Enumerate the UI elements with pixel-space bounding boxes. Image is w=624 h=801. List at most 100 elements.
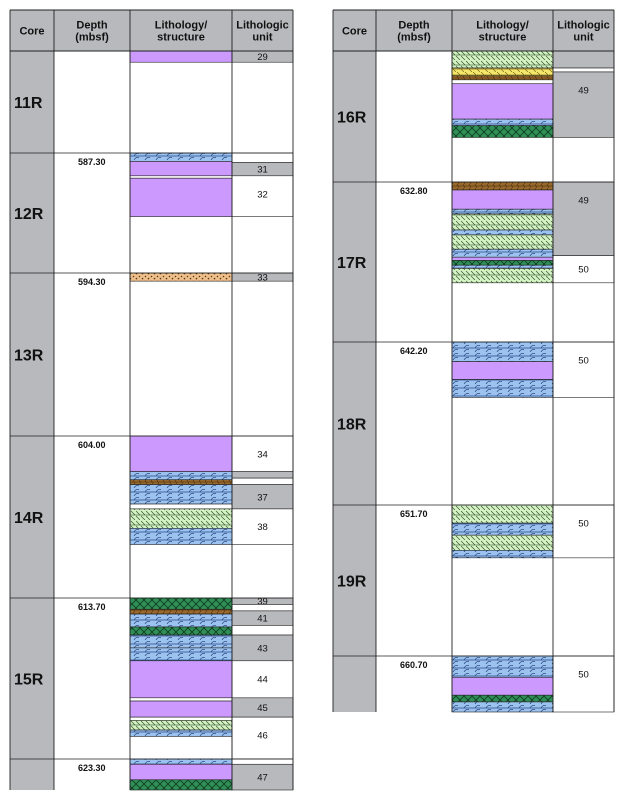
lithology-interval-blue (451, 522, 554, 536)
depth-label: 632.80 (400, 186, 428, 196)
lithology-interval-white (129, 697, 233, 702)
unit-label: 39 (257, 597, 268, 608)
lithology-interval-blue (129, 758, 233, 765)
depth-label: 660.70 (400, 660, 428, 670)
core-row: 12R 587.30 31 32 (10, 152, 294, 273)
lithology-interval-white (129, 503, 233, 510)
lithology-interval-blue (451, 655, 554, 678)
unit-label: 45 (257, 703, 268, 714)
header-core: Core (19, 26, 44, 38)
core-label: 17R (337, 255, 367, 272)
lithology-interval-blue (451, 379, 554, 398)
core-cell (10, 153, 54, 273)
lithology-interval-blue (451, 341, 554, 362)
unit-cell (231, 625, 294, 636)
lithology-interval-green_dark (129, 779, 233, 791)
lithology-interval-blue (129, 729, 233, 737)
unit-label: 49 (578, 196, 589, 207)
lithology-interval-purple (129, 50, 233, 63)
header-core: Core (342, 26, 367, 38)
unit-cell (231, 604, 294, 612)
unit-label: 37 (257, 492, 268, 503)
header-unit: unit (252, 32, 272, 44)
lithology-interval-green_dark (129, 597, 233, 610)
core-cell (333, 656, 376, 712)
lithology-interval-green_dark (129, 626, 233, 636)
header-unit: unit (573, 32, 593, 44)
lithology-interval-purple (129, 177, 233, 217)
header-lithologic: Lithologic (557, 20, 610, 32)
unit-cell (552, 655, 615, 713)
lithology-interval-blue (451, 229, 554, 236)
lithology-interval-purple (451, 361, 554, 380)
unit-cell (552, 341, 615, 398)
lithology-interval-blue (451, 118, 554, 126)
unit-label: 44 (257, 674, 268, 685)
core-label: 16R (337, 110, 367, 127)
header-depth: Depth (76, 20, 107, 32)
header-lithology: Lithology/ (476, 20, 529, 32)
lithology-interval-blue (129, 634, 233, 649)
unit-label: 46 (257, 731, 268, 742)
unit-label: 29 (257, 52, 268, 63)
unit-cell (552, 71, 615, 138)
lithology-interval-blue (129, 471, 233, 481)
lithology-interval-purple (451, 256, 554, 261)
unit-label: 50 (578, 265, 589, 276)
lithology-interval-blue (129, 613, 233, 628)
lithology-interval-green_dark (451, 125, 554, 138)
lithology-interval-green_light (451, 234, 554, 250)
core-label: 12R (14, 206, 44, 223)
core-cell (10, 759, 54, 790)
header-background (10, 10, 293, 51)
core-cell (333, 342, 376, 505)
unit-label: 32 (257, 189, 268, 200)
lithology-interval-green_light (451, 504, 554, 524)
lithology-interval-purple (129, 660, 233, 699)
lithology-interval-green_dark (451, 260, 554, 266)
lithology-interval-white (129, 175, 233, 179)
header-depth-unit: (mbsf) (75, 32, 109, 44)
lithology-interval-green_dark (451, 694, 554, 703)
unit-label: 41 (257, 614, 268, 625)
core-row: 17R 632.80 49 50 (333, 181, 615, 342)
unit-cell (552, 181, 615, 256)
depth-label: 604.00 (78, 440, 106, 450)
lithology-interval-purple (451, 189, 554, 210)
lithology-interval-green_light (451, 213, 554, 231)
lithology-interval-blue (451, 701, 554, 713)
lithology-interval-white (451, 79, 554, 85)
unit-label: 50 (578, 670, 589, 681)
core-row: 16R 49 (333, 50, 615, 182)
unit-cell (231, 634, 294, 662)
unit-label: 49 (578, 85, 589, 96)
depth-label: 594.30 (78, 277, 106, 287)
lithology-interval-blue (129, 152, 233, 162)
lithology-interval-purple (129, 763, 233, 781)
unit-cell (231, 152, 294, 163)
unit-label: 43 (257, 643, 268, 654)
lithology-interval-purple (451, 676, 554, 696)
lithology-interval-brown (129, 479, 233, 485)
lithology-interval-white (129, 716, 233, 721)
lithology-interval-blue (129, 528, 233, 545)
core-label: 19R (337, 574, 367, 591)
lithology-interval-green_light (451, 268, 554, 284)
unit-label: 34 (257, 449, 268, 460)
unit-label: 50 (578, 356, 589, 367)
depth-label: 587.30 (78, 157, 106, 167)
lithology-interval-yellow (451, 67, 554, 77)
header-lithology: Lithology/ (155, 20, 208, 32)
lithology-interval-blue (451, 549, 554, 559)
header-structure: structure (157, 32, 205, 44)
unit-label: 31 (257, 165, 268, 176)
unit-cell (231, 758, 294, 765)
unit-cell (231, 471, 294, 479)
core-label: 18R (337, 417, 367, 434)
